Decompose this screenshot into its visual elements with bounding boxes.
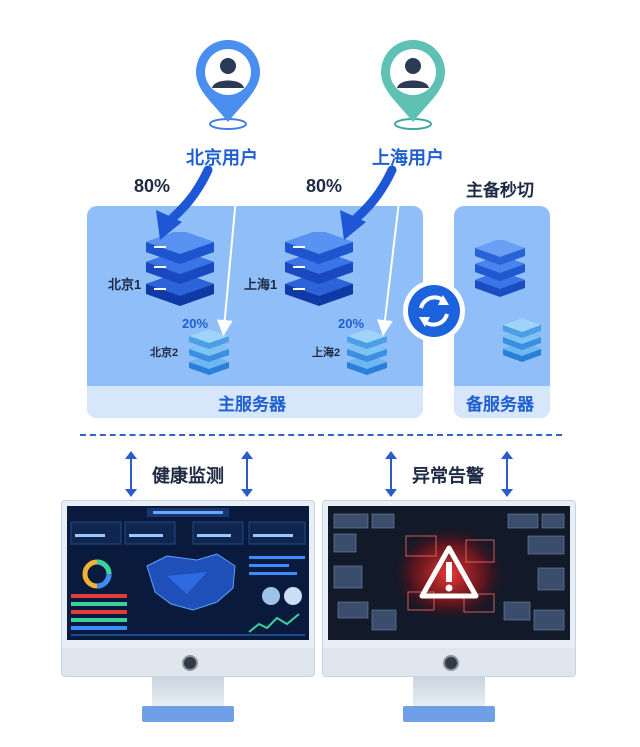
backup-server-icon-large [475, 240, 525, 297]
shanghai-80-arrow [345, 165, 397, 229]
dashboard-graphic [67, 506, 309, 640]
alert-arrow-left [385, 451, 397, 497]
beijing2-label: 北京2 [150, 347, 179, 359]
backup-server-footer [454, 386, 550, 418]
failover-label: 主备秒切 [466, 181, 534, 200]
monitor-stand-neck [413, 676, 485, 706]
beijing-user-label: 北京用户 [186, 148, 258, 168]
shanghai-20-arrow [376, 175, 403, 336]
monitor-camera-icon [443, 655, 459, 671]
alert-arrow-right [501, 451, 513, 497]
beijing-user-pin-icon [196, 40, 260, 130]
beijing-20-arrow [216, 175, 239, 336]
health-arrow-left [125, 451, 137, 497]
section-divider [80, 434, 562, 436]
shanghai-primary-pct: 80% [306, 176, 343, 196]
shanghai1-label: 上海1 [244, 277, 278, 292]
alert-label: 异常告警 [412, 466, 484, 486]
dashboard-monitor [61, 500, 315, 724]
alert-screen [328, 506, 570, 640]
shanghai-user-label: 上海用户 [372, 148, 444, 168]
shanghai-user-pin-icon [381, 40, 445, 130]
monitor-stand-base [403, 706, 495, 722]
backup-server-label: 备服务器 [466, 395, 534, 414]
dashboard-screen [67, 506, 309, 640]
failover-sync-icon [403, 280, 465, 342]
beijing-secondary-pct: 20% [182, 316, 209, 331]
main-server-footer [87, 386, 423, 418]
shanghai2-label: 上海2 [312, 347, 341, 359]
beijing-80-arrow [161, 165, 213, 229]
shanghai-secondary-pct: 20% [338, 316, 365, 331]
alert-monitor [322, 500, 576, 724]
warning-triangle [419, 545, 479, 599]
traffic-arrows [156, 165, 403, 336]
main-server-panel [87, 206, 423, 418]
health-arrow-right [241, 451, 253, 497]
beijing1-label: 北京1 [108, 277, 142, 292]
alert-graphic [328, 506, 570, 640]
beijing1-server-icon [146, 232, 214, 306]
shanghai1-server-icon [285, 232, 353, 306]
monitor-stand-base [142, 706, 234, 722]
health-monitor-label: 健康监测 [152, 466, 224, 486]
beijing-primary-pct: 80% [134, 176, 171, 196]
monitor-stand-neck [152, 676, 224, 706]
monitor-camera-icon [182, 655, 198, 671]
backup-server-icon-small [503, 318, 541, 362]
main-server-label: 主服务器 [218, 395, 286, 414]
